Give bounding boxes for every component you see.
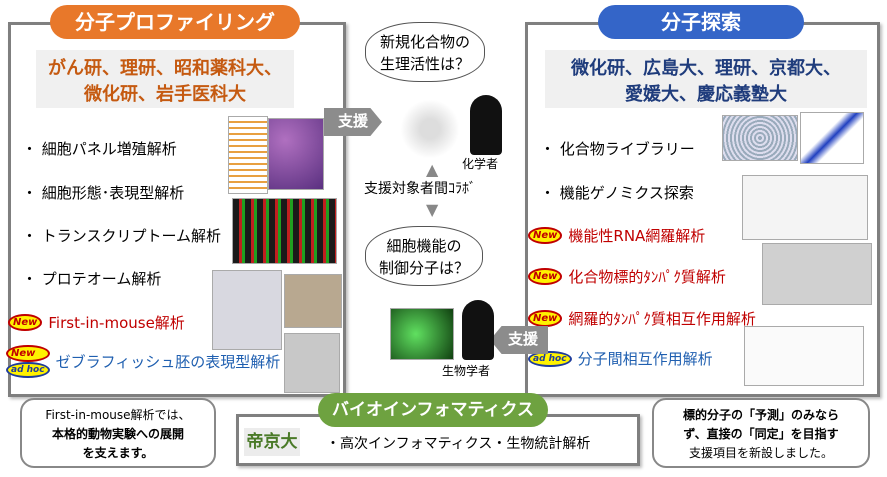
cell-fluorescence-image — [390, 308, 454, 360]
support-arrow-right: 支援 — [324, 108, 382, 136]
search-orgs: 微化研、広島大、理研、京都大、 愛媛大、慶応義塾大 — [545, 50, 867, 108]
bioinformatics-desc: ・高次インフォマティクス・生物統計解析 — [326, 436, 591, 452]
collab-label: 支援対象者間ｺﾗﾎﾞ — [364, 181, 476, 197]
proteome-gel-image — [212, 270, 282, 350]
callout-line: を支えます。 — [82, 446, 154, 460]
label: 網羅的ﾀﾝﾊﾟｸ質相互作用解析 — [568, 310, 756, 328]
chemist-silhouette-icon — [470, 95, 502, 155]
collab-arrow-icon: ▲ — [426, 160, 439, 179]
zebrafish-image — [284, 333, 340, 393]
sensorgram-image — [744, 326, 864, 386]
new-badge: New — [528, 227, 563, 244]
new-badge: New — [528, 268, 563, 285]
plate-image — [722, 115, 798, 161]
item-first-in-mouse: New First-in-mouse解析 — [8, 312, 185, 333]
callout-right: 標的分子の「予測」のみなら ず、直接の「同定」を目指す 支援項目を新設しました。 — [652, 398, 870, 468]
question-bubble-compound: 新規化合物の生理活性は？ — [365, 22, 485, 82]
org-line: 微化研、広島大、理研、京都大、 — [571, 58, 841, 79]
instrument-image — [762, 243, 872, 305]
org-line: 微化研、岩手医科大 — [84, 84, 246, 105]
callout-line: 標的分子の「予測」のみなら — [682, 408, 839, 422]
callout-line: First-in-mouse解析では、 — [45, 408, 191, 422]
label: ゼブラフィッシュ胚の表現型解析 — [55, 353, 281, 371]
item-molecular-interaction: ad hoc 分子間相互作用解析 — [528, 348, 713, 369]
item-proteome: ・ プロテオーム解析 — [22, 270, 162, 288]
item-target-protein: New 化合物標的ﾀﾝﾊﾟｸ質解析 — [528, 266, 726, 287]
adhoc-badge: ad hoc — [528, 350, 572, 367]
scatter-image — [800, 112, 864, 164]
new-badge: New — [6, 345, 50, 362]
item-cell-morphology: ・ 細胞形態･表現型解析 — [22, 184, 185, 202]
callout-left: First-in-mouse解析では、 本格的動物実験への展開 を支えます。 — [20, 398, 216, 468]
adhoc-badge: ad hoc — [6, 362, 50, 378]
callout-line: ず、直接の「同定」を目指す — [683, 427, 839, 441]
q-line: 新規化合物の — [379, 33, 470, 51]
label: First-in-mouse解析 — [48, 314, 185, 332]
collab-arrow-icon: ▼ — [426, 200, 439, 219]
new-badge: New — [528, 310, 563, 327]
bioinformatics-title: バイオインフォマティクス — [318, 393, 548, 427]
q-line: 細胞機能の — [386, 237, 462, 255]
item-compound-library: ・ 化合物ライブラリー — [540, 140, 695, 158]
item-cell-panel: ・ 細胞パネル増殖解析 — [22, 140, 177, 158]
q-line: 制御分子は？ — [378, 259, 469, 277]
label: 化合物標的ﾀﾝﾊﾟｸ質解析 — [568, 268, 726, 286]
cell-stain-image — [268, 118, 324, 190]
biologist-silhouette-icon — [462, 300, 494, 360]
callout-line: 本格的動物実験への展開 — [51, 427, 184, 441]
question-bubble-cell: 細胞機能の制御分子は？ — [365, 226, 483, 286]
q-line: 生理活性は？ — [379, 55, 470, 73]
org-line: 愛媛大、慶応義塾大 — [625, 84, 787, 105]
label: 機能性RNA網羅解析 — [568, 227, 706, 245]
profiling-orgs: がん研、理研、昭和薬科大、 微化研、岩手医科大 — [36, 50, 294, 108]
item-rna: New 機能性RNA網羅解析 — [528, 225, 705, 246]
item-functional-genomics: ・ 機能ゲノミクス探索 — [540, 184, 694, 202]
org-line: がん研、理研、昭和薬科大、 — [48, 58, 282, 79]
label: 分子間相互作用解析 — [577, 350, 713, 368]
item-protein-interaction: New 網羅的ﾀﾝﾊﾟｸ質相互作用解析 — [528, 308, 756, 329]
support-arrow-left: 支援 — [490, 326, 548, 354]
molecule-structure-image — [392, 98, 468, 160]
chemist-label: 化学者 — [462, 157, 499, 171]
new-badge: New — [8, 314, 43, 331]
molecular-search-title: 分子探索 — [598, 5, 804, 39]
molecular-profiling-title: 分子プロファイリング — [50, 5, 300, 39]
mouse-image — [284, 274, 342, 328]
bioinformatics-org: 帝京大 — [244, 428, 300, 456]
dendrogram-image — [228, 116, 268, 194]
heatmap-image — [232, 198, 337, 264]
item-transcriptome: ・ トランスクリプトーム解析 — [22, 227, 222, 245]
biologist-label: 生物学者 — [442, 364, 491, 378]
callout-line: 支援項目を新設しました。 — [688, 446, 833, 460]
genomics-diagram-image — [742, 175, 868, 240]
